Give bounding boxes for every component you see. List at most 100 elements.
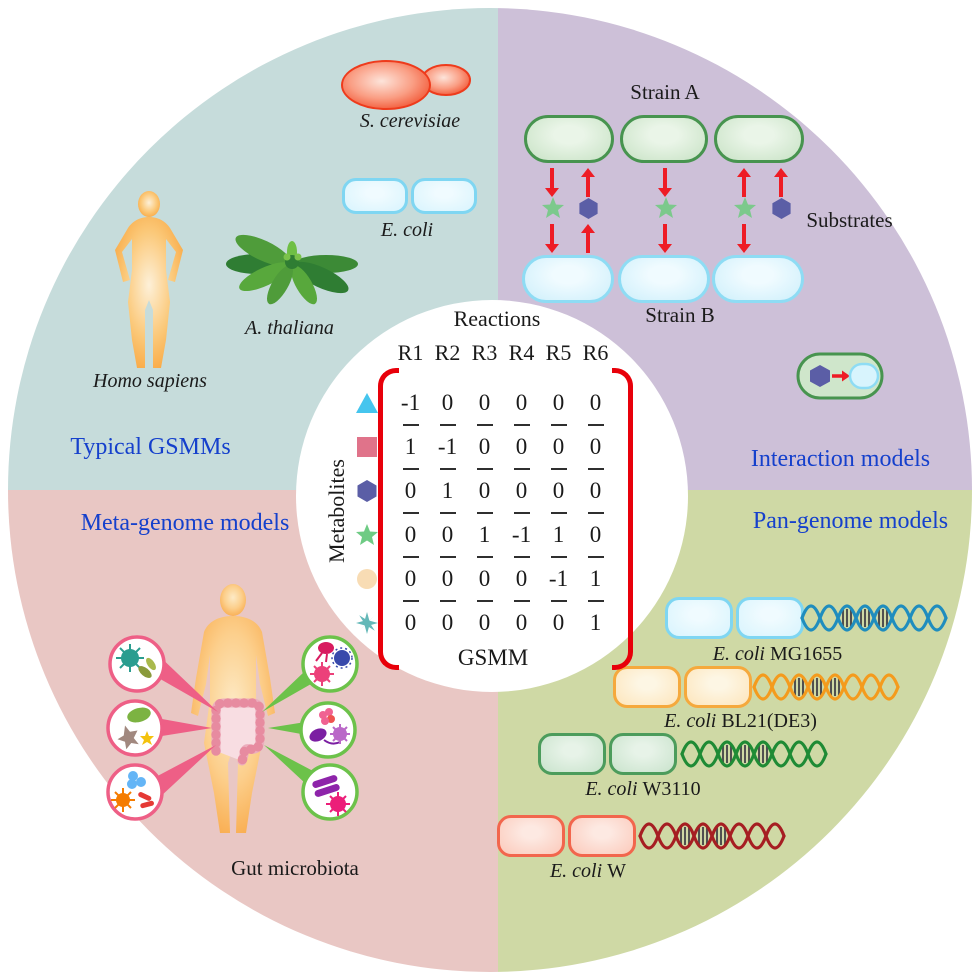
- row-separator-dash: [439, 556, 456, 558]
- matrix-column-header: R3: [471, 340, 498, 365]
- arrow-down-icon: [742, 224, 746, 244]
- arrow-down-icon: [550, 224, 554, 244]
- human-icon: [103, 190, 195, 372]
- matrix-title: Reactions: [453, 306, 541, 331]
- strain-b-capsule: [712, 255, 804, 303]
- matrix-cell: 0: [392, 469, 429, 514]
- matrix-bracket-left-icon: [378, 368, 399, 670]
- triangle-metabolite-icon: [352, 381, 382, 425]
- quadrant-label-pan: Pan-genome models: [752, 508, 949, 534]
- row-separator-dash: [402, 468, 419, 470]
- label-strain-a: Strain A: [630, 80, 700, 104]
- microbe-bubble: [300, 762, 360, 822]
- row-separator-dash: [402, 600, 419, 602]
- dna-helix-icon: [680, 734, 830, 774]
- row-separator-dash: [476, 600, 493, 602]
- metabolite-star-icon: [734, 197, 756, 219]
- microbe-bubble: [107, 634, 167, 694]
- strain-a-capsule: [524, 115, 614, 163]
- matrix-cell: 0: [441, 610, 454, 635]
- arrow-up-icon: [586, 177, 590, 197]
- matrix-cell: 0: [503, 469, 540, 514]
- row-separator-dash: [476, 424, 493, 426]
- matrix-cell: 0: [503, 425, 540, 470]
- matrix-cell: 0: [429, 381, 466, 426]
- capsule-pair-w3110: [538, 733, 677, 775]
- matrix-cell: -1: [392, 381, 429, 426]
- matrix-cell: 0: [503, 557, 540, 602]
- row-separator-dash: [402, 424, 419, 426]
- matrix-cell: -1: [503, 513, 540, 558]
- metabolite-star-icon: [542, 197, 564, 219]
- label-ecoli-bl21: E. coli BL21(DE3): [664, 710, 817, 732]
- row-separator-dash: [439, 424, 456, 426]
- gut-icon: [206, 695, 270, 767]
- matrix-cell: 0: [540, 425, 577, 470]
- row-separator-dash: [587, 424, 604, 426]
- matrix-caption: GSMM: [457, 645, 529, 670]
- matrix-cell: 1: [577, 557, 614, 602]
- matrix-cell: 0: [466, 425, 503, 470]
- metabolite-hexagon-icon: [578, 198, 599, 219]
- microbe-bubble: [105, 698, 165, 758]
- matrix-column-header: R2: [434, 340, 461, 365]
- metabolite-star-icon: [655, 197, 677, 219]
- microbe-bubble: [300, 634, 360, 694]
- strain-a-capsule: [714, 115, 804, 163]
- matrix-cell: 0: [466, 557, 503, 602]
- row-separator-dash: [439, 512, 456, 514]
- matrix-cell: 0: [466, 469, 503, 514]
- arrow-down-icon: [550, 168, 554, 188]
- metabolite-hexagon-icon: [771, 198, 792, 219]
- matrix-cell: 1: [429, 469, 466, 514]
- arabidopsis-icon: [216, 220, 364, 312]
- matrix-column-header: R6: [582, 340, 609, 365]
- arrow-up-icon: [586, 233, 590, 253]
- matrix-cell: 0: [429, 513, 466, 558]
- matrix-row-axis: Metabolites: [324, 459, 349, 563]
- capsule-pair-bl21: [613, 666, 752, 708]
- matrix-cell: 1: [466, 513, 503, 558]
- matrix-cell: 0: [577, 469, 614, 514]
- strain-b-capsule: [618, 255, 710, 303]
- label-s-cerevisiae: S. cerevisiae: [359, 110, 461, 132]
- matrix-cell: 0: [478, 610, 491, 635]
- strain-b-capsule: [522, 255, 614, 303]
- capsule-pair-w: [497, 815, 636, 857]
- matrix-bracket-right-icon: [612, 368, 633, 670]
- matrix-column-header: R4: [508, 340, 535, 365]
- matrix-cell: 1: [392, 425, 429, 470]
- row-separator-dash: [587, 556, 604, 558]
- label-strain-b: Strain B: [645, 303, 715, 327]
- row-separator-dash: [439, 600, 456, 602]
- row-separator-dash: [513, 512, 530, 514]
- arrow-up-icon: [779, 177, 783, 197]
- arrow-up-icon: [742, 177, 746, 197]
- endosymbiosis-cell-icon: [796, 352, 884, 400]
- row-separator-dash: [402, 556, 419, 558]
- row-separator-dash: [476, 468, 493, 470]
- arrow-down-icon: [663, 224, 667, 244]
- row-separator-dash: [550, 424, 567, 426]
- label-homo-sapiens: Homo sapiens: [93, 370, 207, 392]
- row-separator-dash: [513, 556, 530, 558]
- matrix-cell: 0: [503, 381, 540, 426]
- matrix-cell: 0: [429, 557, 466, 602]
- label-a-thaliana: A. thaliana: [245, 317, 334, 339]
- quadrant-label-typical: Typical GSMMs: [70, 434, 231, 460]
- label-ecoli-w3110: E. coli W3110: [585, 778, 701, 800]
- matrix-cell: -1: [540, 557, 577, 602]
- hexagon-metabolite-icon: [352, 469, 382, 513]
- strain-a-capsule: [620, 115, 708, 163]
- dna-helix-icon: [752, 667, 902, 707]
- row-separator-dash: [587, 512, 604, 514]
- matrix-column-header: R1: [397, 340, 424, 365]
- matrix-cell: -1: [429, 425, 466, 470]
- row-separator-dash: [476, 556, 493, 558]
- capsule-pair-mg1655: [665, 597, 804, 639]
- matrix-cell: 0: [392, 513, 429, 558]
